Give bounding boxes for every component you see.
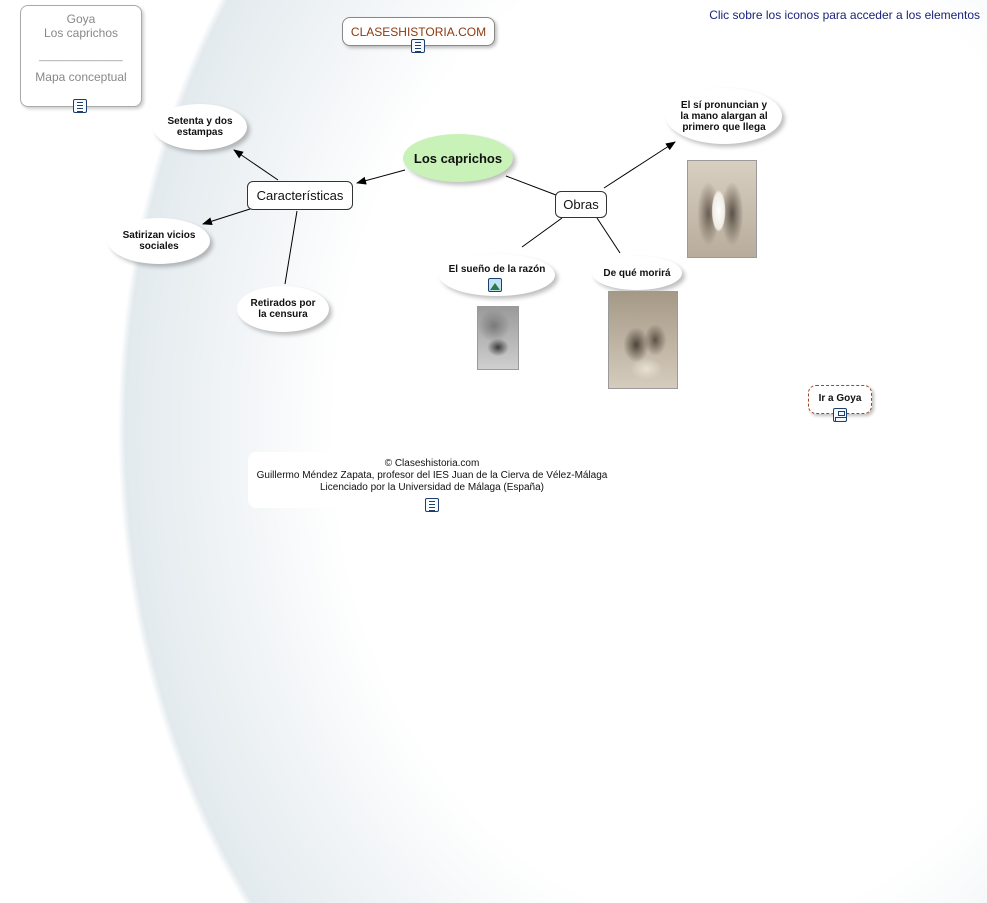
sueno-image-icon[interactable] xyxy=(488,278,502,292)
node-caracteristicas-label: Características xyxy=(256,188,344,203)
link-obras-elsi xyxy=(603,141,676,189)
legend-subtitle: Los caprichos xyxy=(43,26,119,40)
node-caracteristicas: Características xyxy=(247,181,353,210)
node-de-que-morira: De qué morirá xyxy=(592,256,682,290)
link-caract-retirados xyxy=(284,210,298,285)
etching-el-si-pronuncian-image[interactable] xyxy=(687,160,757,258)
etching-de-que-morira-image[interactable] xyxy=(608,291,678,389)
ir-a-goya-map-icon[interactable] xyxy=(833,408,847,422)
link-central-obras xyxy=(505,175,557,196)
legend-document-icon[interactable] xyxy=(73,99,87,113)
node-elsi-line2: la mano alargan al xyxy=(680,110,768,122)
node-satirizan-line1: Satirizan vicios xyxy=(122,230,196,241)
footer-author: Guillermo Méndez Zapata, profesor del IE… xyxy=(256,470,608,481)
node-setenta-y-dos-estampas: Setenta y dos estampas xyxy=(153,104,247,150)
etching-sueno-razon-image[interactable] xyxy=(477,306,519,370)
node-elsi-line3: primero que llega xyxy=(682,121,766,133)
link-central-caracteristicas xyxy=(356,169,406,185)
site-title: CLASESHISTORIA.COM xyxy=(350,24,487,39)
footer-copyright: © Claseshistoria.com xyxy=(384,458,480,469)
instructions-text: Clic sobre los iconos para acceder a los… xyxy=(709,8,980,22)
node-satirizan-line2: sociales xyxy=(139,241,179,252)
node-setenta-line2: estampas xyxy=(176,127,224,138)
node-satirizan-vicios: Satirizan vicios sociales xyxy=(108,218,210,264)
node-el-si-pronuncian: El sí pronuncian y la mano alargan al pr… xyxy=(666,88,782,144)
footer-document-icon[interactable] xyxy=(425,498,439,512)
node-retirados-censura: Retirados por la censura xyxy=(237,286,329,332)
node-retirados-line2: la censura xyxy=(258,309,308,320)
site-document-icon[interactable] xyxy=(411,39,425,53)
ir-a-goya-label: Ir a Goya xyxy=(818,392,862,404)
footer-license: Licenciado por la Universidad de Málaga … xyxy=(319,482,545,493)
legend-map-label: Mapa conceptual xyxy=(35,70,127,84)
legend-box: Goya Los caprichos _______________ Mapa … xyxy=(20,5,142,107)
legend-separator: _______________ xyxy=(39,51,123,62)
legend-title: Goya xyxy=(66,12,96,26)
link-caract-satirizan xyxy=(202,208,251,226)
link-caract-setenta xyxy=(233,149,279,181)
link-obras-sueno xyxy=(521,217,563,248)
node-setenta-line1: Setenta y dos xyxy=(167,116,233,127)
node-obras-label: Obras xyxy=(563,197,599,212)
link-obras-demorira xyxy=(596,217,621,254)
node-obras: Obras xyxy=(555,191,607,218)
node-los-caprichos: Los caprichos xyxy=(403,134,513,182)
node-sueno-label: El sueño de la razón xyxy=(448,264,546,275)
node-demorira-label: De qué morirá xyxy=(603,267,671,279)
node-elsi-line1: El sí pronuncian y xyxy=(680,99,768,111)
node-los-caprichos-label: Los caprichos xyxy=(413,150,503,166)
node-retirados-line1: Retirados por xyxy=(250,298,316,309)
